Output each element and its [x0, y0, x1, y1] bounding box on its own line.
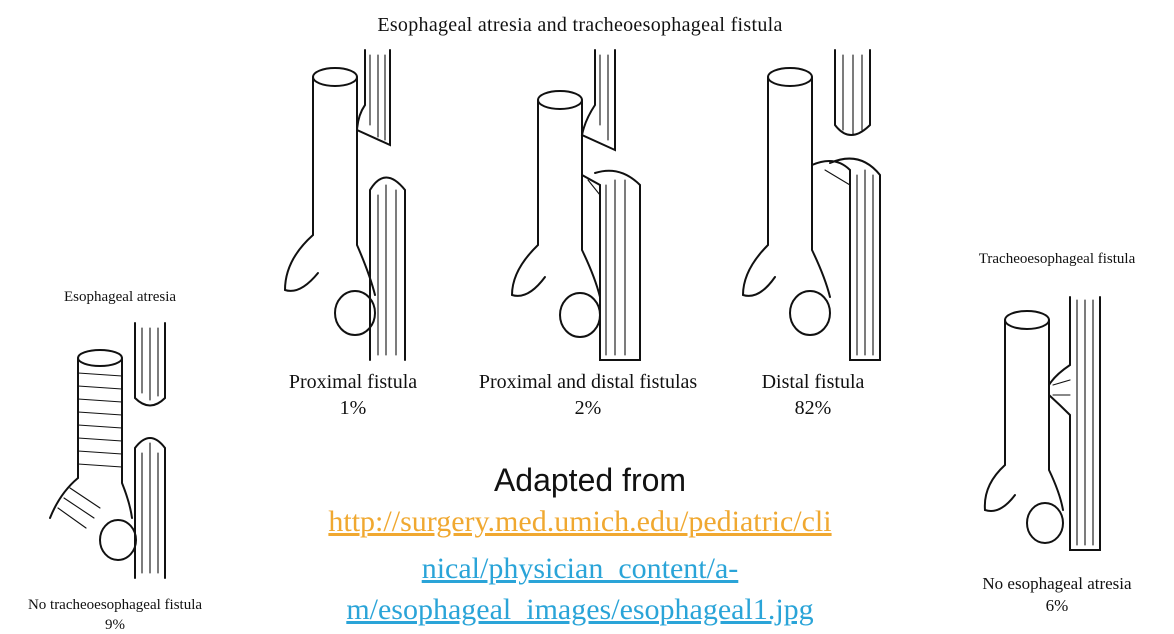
proximal-fistula-illustration: [284, 49, 406, 361]
distal-fistula-label: Distal fistula: [761, 371, 865, 393]
distal-fistula-illustration: [742, 49, 881, 361]
figure-title: Esophageal atresia and tracheoesophageal…: [377, 14, 783, 36]
proximal-distal-fistulas-percent: 2%: [574, 397, 602, 419]
esophageal-atresia-illustration: [49, 322, 166, 579]
esophageal-atresia-label: Esophageal atresia: [63, 289, 177, 305]
proximal-fistula-label: Proximal fistula: [288, 371, 418, 393]
adapted-from-text: Adapted from: [493, 462, 687, 498]
left-caption-line1: No tracheoesophageal fistula: [27, 597, 203, 613]
right-caption-percent: 6%: [1045, 596, 1069, 615]
tracheoesophageal-fistula-illustration: [983, 296, 1101, 551]
right-caption-line1: No esophageal atresia: [982, 574, 1132, 593]
left-caption-percent: 9%: [105, 617, 125, 633]
proximal-distal-fistulas-label: Proximal and distal fistulas: [478, 371, 698, 393]
proximal-fistula-percent: 1%: [339, 397, 367, 419]
source-link-line1[interactable]: http://surgery.med.umich.edu/pediatric/c…: [328, 505, 832, 538]
proximal-distal-fistulas-illustration: [511, 49, 641, 361]
distal-fistula-percent: 82%: [794, 397, 832, 419]
source-link-line2[interactable]: nical/physician_content/a-: [421, 552, 739, 585]
tracheoesophageal-fistula-label: Tracheoesophageal fistula: [978, 251, 1136, 267]
source-link-line3[interactable]: m/esophageal_images/esophageal1.jpg: [346, 593, 814, 626]
